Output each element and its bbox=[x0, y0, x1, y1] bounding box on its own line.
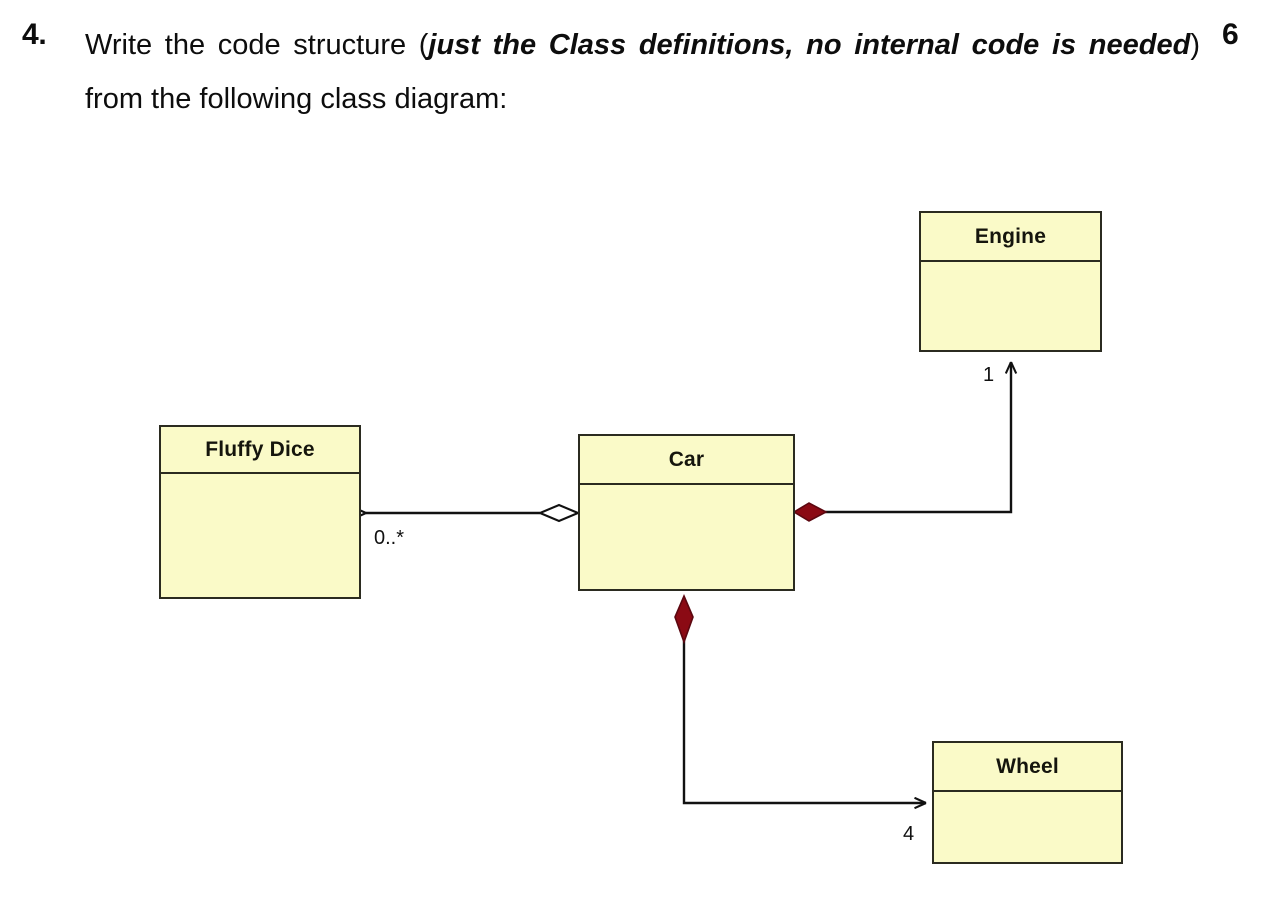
question-marks: 6 bbox=[1222, 18, 1239, 51]
uml-class-wheel[interactable]: Wheel bbox=[932, 741, 1123, 864]
composition-diamond-filled-engine bbox=[792, 502, 828, 522]
relationship-car-fluffy-dice[interactable] bbox=[366, 503, 581, 523]
uml-class-engine-body bbox=[921, 262, 1100, 350]
question-block: 4. Write the code structure (just the Cl… bbox=[0, 0, 1280, 130]
uml-class-wheel-title: Wheel bbox=[934, 743, 1121, 792]
uml-class-fluffy-dice-body bbox=[161, 474, 359, 597]
uml-class-car-body bbox=[580, 485, 793, 589]
uml-class-engine-title: Engine bbox=[921, 213, 1100, 262]
composition-line-car-wheel bbox=[682, 640, 926, 803]
composition-line-car-engine bbox=[824, 362, 1011, 514]
question-text: Write the code structure (just the Class… bbox=[85, 18, 1200, 126]
uml-class-fluffy-dice-title: Fluffy Dice bbox=[161, 427, 359, 474]
uml-class-car-title: Car bbox=[580, 436, 793, 485]
multiplicity-label-engine: 1 bbox=[983, 364, 995, 386]
question-number: 4. bbox=[22, 18, 47, 51]
question-text-italic: just the Class definitions, no internal … bbox=[428, 29, 1191, 61]
uml-class-wheel-body bbox=[934, 792, 1121, 862]
relationship-car-engine[interactable] bbox=[792, 362, 1011, 522]
multiplicity-label-fluffy-dice: 0..* bbox=[374, 527, 405, 549]
relationship-car-wheel[interactable] bbox=[674, 593, 926, 803]
uml-class-car[interactable]: Car bbox=[578, 434, 795, 591]
aggregation-diamond-hollow bbox=[537, 503, 581, 523]
composition-diamond-filled-wheel bbox=[674, 593, 694, 645]
uml-class-fluffy-dice[interactable]: Fluffy Dice bbox=[159, 425, 361, 599]
multiplicity-label-wheel: 4 bbox=[903, 823, 915, 845]
uml-class-engine[interactable]: Engine bbox=[919, 211, 1102, 352]
question-text-after-italic: ) from the following class diagram: bbox=[85, 29, 1200, 115]
question-text-before-italic: Write the code structure ( bbox=[85, 29, 429, 61]
